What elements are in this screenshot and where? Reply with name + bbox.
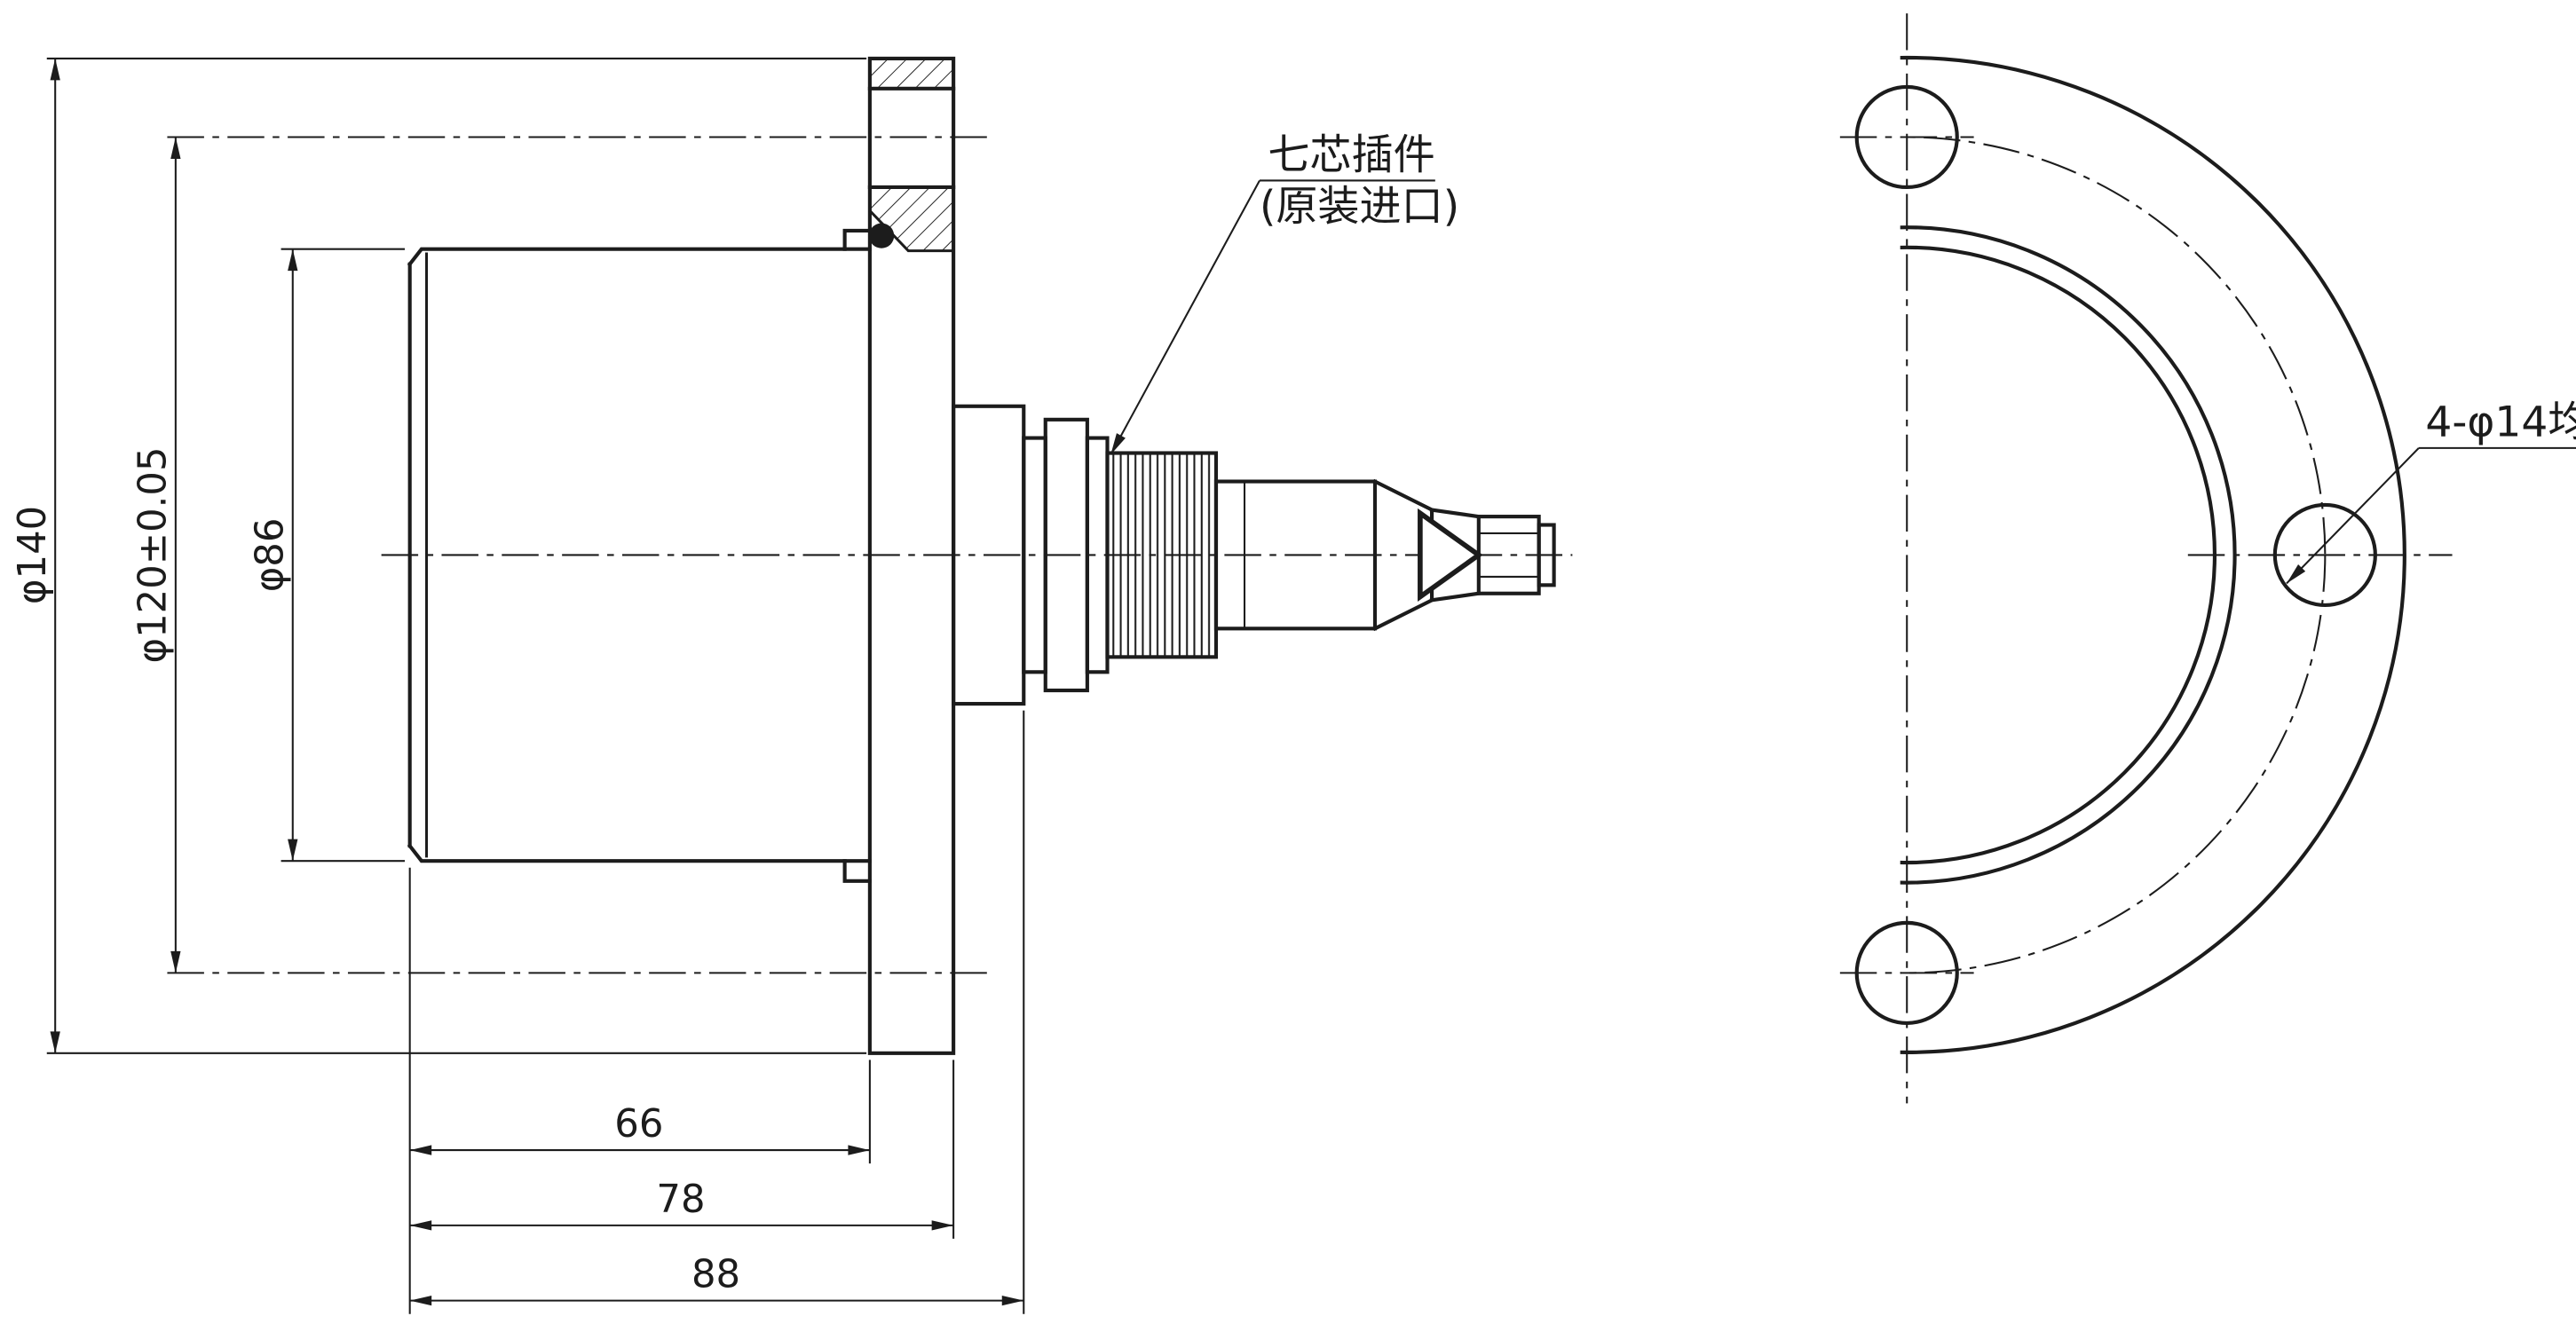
- connector-assembly: [952, 404, 1556, 706]
- flange-section-hatch-lower: [868, 185, 955, 253]
- side-view: φ140 φ120±0.05 φ86 66 78 88 七芯插件 (原装进: [11, 56, 1573, 1314]
- connector-note-line1: 七芯插件: [1268, 130, 1434, 179]
- dim-88-text: 88: [691, 1253, 740, 1297]
- o-ring-seal: [868, 223, 895, 248]
- dim-66: 66: [409, 1102, 870, 1155]
- dim-66-text: 66: [614, 1102, 663, 1147]
- front-view: 4-φ14均布: [1839, 13, 2576, 1104]
- dim-phi120-text: φ120±0.05: [131, 446, 176, 663]
- dim-phi140: φ140: [11, 58, 60, 1053]
- dim-78: 78: [409, 1178, 954, 1231]
- knurled-coupling-ring: [1105, 451, 1219, 659]
- dim-phi140-text: φ140: [11, 506, 55, 604]
- connector-note-line2: (原装进口): [1260, 183, 1459, 232]
- dim-phi86: φ86: [248, 248, 298, 862]
- plug-body: [1213, 479, 1378, 631]
- dim-phi86-text: φ86: [248, 518, 292, 593]
- dim-phi120: φ120±0.05: [131, 137, 181, 973]
- cable-exit-tip: [1537, 523, 1556, 587]
- dim-78-text: 78: [656, 1178, 705, 1222]
- holes-note: 4-φ14均布: [2286, 398, 2576, 585]
- plug-tail-bottom: [1429, 591, 1482, 603]
- flange-section-hatch-upper: [868, 57, 955, 91]
- cable-grommet-cone: [1418, 508, 1483, 603]
- plug-tail-top: [1429, 508, 1482, 519]
- holes-note-text: 4-φ14均布: [2425, 398, 2576, 447]
- connector-note: 七芯插件 (原装进口): [1110, 130, 1459, 455]
- extension-lines: [46, 57, 1025, 1314]
- sensor-body: [407, 228, 872, 883]
- dim-88: 88: [409, 1253, 1024, 1306]
